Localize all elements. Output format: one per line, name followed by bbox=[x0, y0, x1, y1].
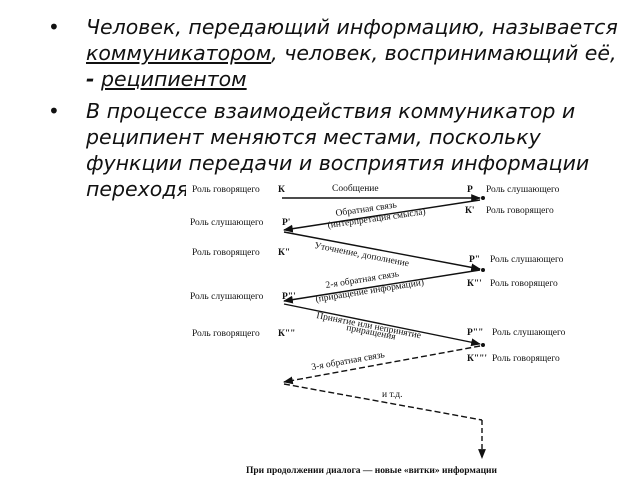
left-role-5: Роль говорящего bbox=[192, 329, 260, 339]
right-role-4: Роль говорящего bbox=[490, 279, 558, 289]
right-role-3: Роль слушающего bbox=[490, 255, 564, 265]
right-role-1: Роль слушающего bbox=[486, 185, 560, 195]
right-node-3: Р" bbox=[469, 255, 480, 265]
bullet-item-2: • В процессе взаимодействия коммуникатор… bbox=[48, 98, 628, 202]
bullet-1-text-cont: , человек, воспринимающий её, bbox=[271, 41, 617, 65]
right-role-6: Роль говорящего bbox=[492, 354, 560, 364]
node-dot bbox=[481, 343, 485, 347]
arrow-clarification bbox=[283, 231, 481, 272]
right-role-2: Роль говорящего bbox=[486, 206, 554, 216]
arrow-feedback-3 bbox=[283, 345, 481, 385]
dash-separator: - bbox=[86, 67, 95, 91]
right-node-2: К' bbox=[465, 206, 475, 216]
bullet-item-1: • Человек, передающий информацию, называ… bbox=[48, 14, 628, 92]
left-role-2: Роль слушающего bbox=[190, 218, 264, 228]
left-node-5: К"" bbox=[278, 329, 295, 339]
label-clarification: Уточнение, дополнение bbox=[313, 241, 409, 269]
diagram-footer: При продолжении диалога — новые «витки» … bbox=[246, 465, 498, 476]
left-node-3: К" bbox=[278, 248, 290, 258]
arrow-feedback-2 bbox=[283, 269, 481, 304]
label-etc: и т.д. bbox=[382, 390, 402, 400]
arrow-feedback-1 bbox=[283, 199, 481, 233]
bullet-dot-icon: • bbox=[48, 99, 60, 123]
dashed-continuation-line bbox=[283, 383, 483, 421]
right-role-5: Роль слушающего bbox=[492, 328, 566, 338]
left-role-1: Роль говорящего bbox=[192, 185, 260, 195]
right-node-4: К"' bbox=[467, 279, 482, 289]
communication-diagram: Роль говорящего К Роль слушающего Р' Рол… bbox=[186, 180, 586, 480]
term-communicator: коммуникатором bbox=[86, 41, 272, 65]
right-node-1: Р bbox=[467, 185, 473, 195]
node-dot bbox=[481, 268, 485, 272]
label-message: Сообщение bbox=[332, 183, 379, 194]
right-node-6: К""' bbox=[467, 354, 487, 364]
left-node-1: К bbox=[278, 185, 285, 195]
term-recipient: реципиентом bbox=[101, 67, 247, 91]
arrow-acceptance bbox=[283, 303, 481, 347]
bullet-list: • Человек, передающий информацию, называ… bbox=[48, 14, 628, 202]
node-dot bbox=[481, 196, 485, 200]
diagram-svg: Роль говорящего К Роль слушающего Р' Рол… bbox=[190, 183, 566, 476]
left-role-4: Роль слушающего bbox=[190, 292, 264, 302]
left-node-2: Р' bbox=[282, 218, 290, 228]
bullet-1-text: Человек, передающий информацию, называет… bbox=[86, 15, 618, 39]
label-feedback-3: 3-я обратная связь bbox=[311, 349, 387, 373]
left-role-3: Роль говорящего bbox=[192, 248, 260, 258]
right-node-5: Р"" bbox=[467, 328, 483, 338]
bullet-2-text: В процессе взаимодействия коммуникатор и… bbox=[86, 99, 590, 201]
bullet-dot-icon: • bbox=[48, 15, 60, 39]
